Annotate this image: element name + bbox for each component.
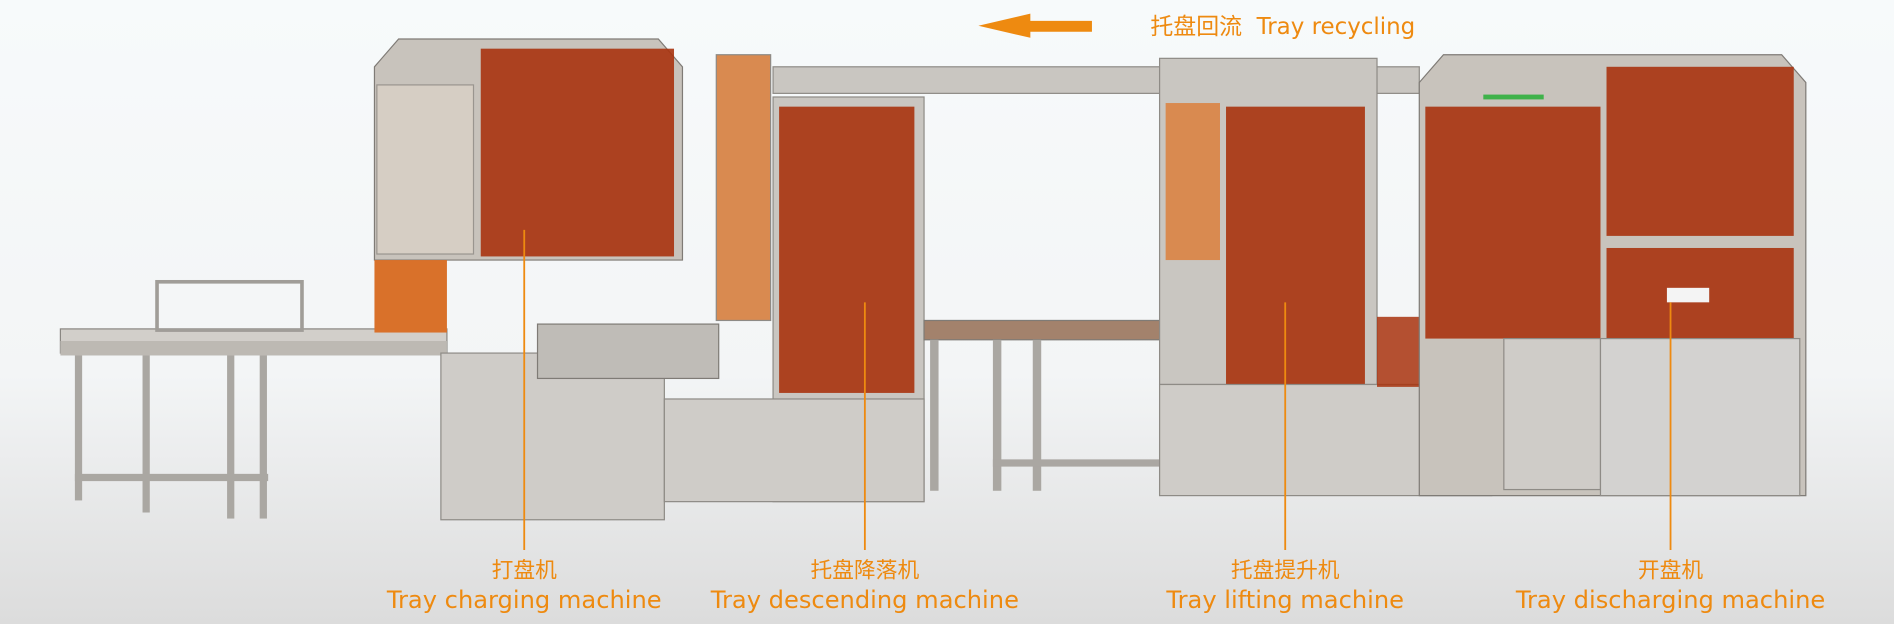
machine-label-charging: 打盘机 Tray charging machine <box>386 559 662 614</box>
svg-text:Tray discharging machine: Tray discharging machine <box>1515 586 1825 614</box>
tray-discharging-machine <box>1418 54 1807 497</box>
svg-text:托盘提升机: 托盘提升机 <box>1231 559 1340 584</box>
svg-text:打盘机: 打盘机 <box>492 559 557 584</box>
infeed-conveyor <box>59 279 448 519</box>
machine-label-lifting: 托盘提升机 Tray lifting machine <box>1165 559 1404 614</box>
machine-label-discharging: 开盘机 Tray discharging machine <box>1515 559 1825 614</box>
arrow-left-icon <box>978 13 1092 38</box>
svg-text:Tray lifting machine: Tray lifting machine <box>1165 586 1404 614</box>
svg-text:托盘降落机: 托盘降落机 <box>811 559 920 584</box>
tray-charging-machine <box>373 38 720 521</box>
leader-lines <box>523 229 1672 550</box>
svg-text:Tray descending machine: Tray descending machine <box>710 586 1019 614</box>
svg-text:开盘机: 开盘机 <box>1638 559 1703 584</box>
svg-text:Tray charging machine: Tray charging machine <box>386 586 662 614</box>
tray-descending-machine <box>663 54 925 503</box>
machine-label-descending: 托盘降落机 Tray descending machine <box>710 559 1019 614</box>
middle-conveyor <box>923 319 1163 491</box>
